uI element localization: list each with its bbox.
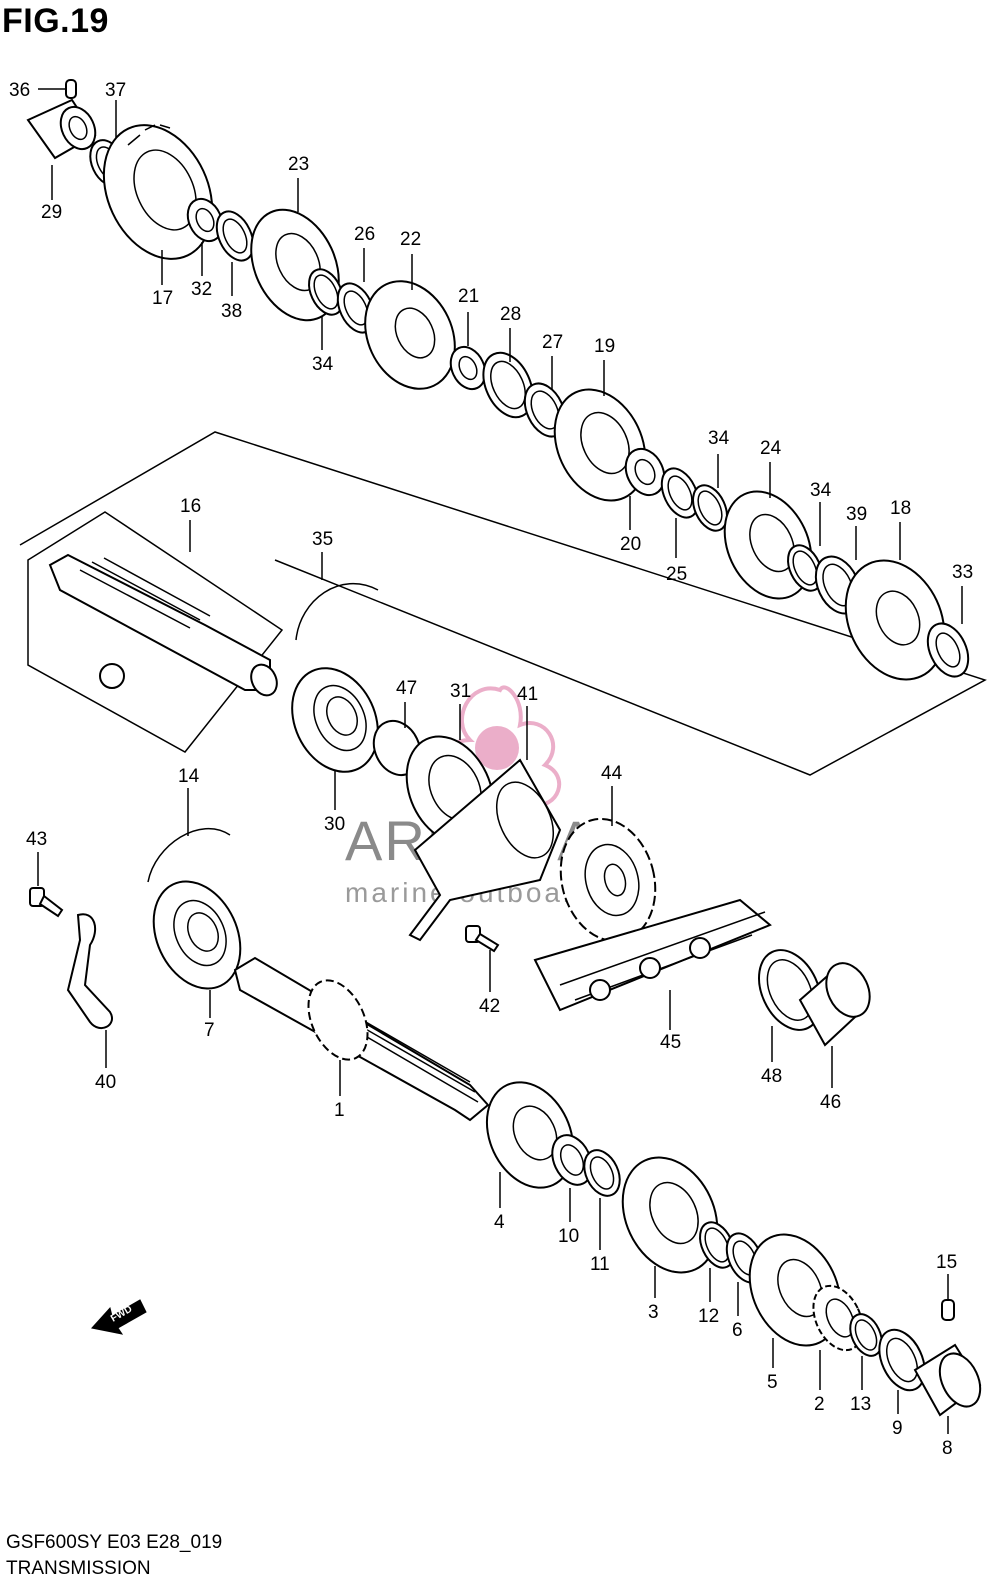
callout-label: 16 xyxy=(180,496,201,517)
callout-label: 40 xyxy=(95,1072,116,1093)
callout-label: 45 xyxy=(660,1032,681,1053)
callout-label: 19 xyxy=(594,336,615,357)
bushing-part xyxy=(449,312,487,391)
bearing-part xyxy=(291,667,379,810)
countershaft-group-outline xyxy=(19,431,987,776)
callout-label: 20 xyxy=(620,534,641,555)
circlip-part xyxy=(295,552,379,641)
callout-label: 24 xyxy=(760,438,782,459)
callout-label: 7 xyxy=(204,1020,215,1041)
gear-part xyxy=(621,1156,719,1298)
bushing-part xyxy=(624,447,666,530)
bolt-part xyxy=(465,925,500,992)
callout-label: 14 xyxy=(178,766,200,787)
callout-label: 6 xyxy=(732,1320,743,1341)
callout-label: 9 xyxy=(892,1418,903,1439)
callout-label: 17 xyxy=(152,288,173,309)
countershaft-part xyxy=(48,520,278,697)
callout-label: 2 xyxy=(814,1394,825,1415)
callout-label: 27 xyxy=(542,332,563,353)
callout-label: 3 xyxy=(648,1302,659,1323)
circlip-part xyxy=(699,1221,735,1302)
circlip-part xyxy=(692,454,728,532)
callout-label: 35 xyxy=(312,529,333,550)
section-title: TRANSMISSION xyxy=(6,1558,151,1579)
callout-label: 48 xyxy=(761,1066,782,1087)
fwd-direction-badge: FWD xyxy=(91,1299,147,1335)
washer-part xyxy=(215,210,255,296)
circlip-part xyxy=(308,268,344,350)
pin-part xyxy=(941,1274,955,1321)
bushing-part xyxy=(26,98,97,200)
callout-label: 10 xyxy=(558,1226,579,1247)
callout-label: 5 xyxy=(767,1372,778,1393)
callout-label: 30 xyxy=(324,814,345,835)
bushing-part xyxy=(186,197,224,276)
callout-label: 12 xyxy=(698,1306,719,1327)
callout-label: 15 xyxy=(936,1252,957,1273)
callout-label: 22 xyxy=(400,229,421,250)
plate-part xyxy=(408,706,562,942)
pin-part xyxy=(38,79,77,99)
gear-part xyxy=(485,1081,575,1208)
callout-label: 43 xyxy=(26,829,47,850)
gear-part xyxy=(102,124,214,285)
callout-label: 26 xyxy=(354,224,375,245)
figure-title: FIG.19 xyxy=(2,2,109,40)
callout-label: 46 xyxy=(820,1092,841,1113)
chain-part xyxy=(533,898,772,1030)
callout-label: 44 xyxy=(601,763,623,784)
callout-label: 33 xyxy=(952,562,973,583)
model-code: GSF600SY E03 E28_019 xyxy=(6,1532,223,1553)
callout-label: 8 xyxy=(942,1438,953,1459)
callout-label: 34 xyxy=(810,480,832,501)
bushing-part xyxy=(551,1134,593,1222)
callout-label: 41 xyxy=(517,684,538,705)
nut-part xyxy=(798,962,871,1088)
callout-label: 34 xyxy=(708,428,730,449)
callout-label: 1 xyxy=(334,1100,345,1121)
gear-part xyxy=(553,360,647,502)
circlip-part xyxy=(849,1313,883,1390)
callout-label: 39 xyxy=(846,504,867,525)
callout-label: 25 xyxy=(666,564,687,585)
gear-part xyxy=(364,254,456,390)
circlip-part xyxy=(147,788,231,883)
gear-part xyxy=(844,522,946,681)
callout-label: 38 xyxy=(221,301,242,322)
callout-label: 4 xyxy=(494,1212,505,1233)
callout-label: 36 xyxy=(9,80,30,101)
callout-label: 28 xyxy=(500,304,521,325)
washer-part xyxy=(660,467,700,558)
stopper-part xyxy=(66,913,113,1068)
bushing-part xyxy=(926,586,970,678)
callout-label: 42 xyxy=(479,996,500,1017)
callout-label: 23 xyxy=(288,154,309,175)
callout-label: 21 xyxy=(458,286,479,307)
callout-label: 11 xyxy=(590,1254,610,1275)
washer-part xyxy=(482,328,534,419)
bolt-part xyxy=(29,852,64,918)
circlip-part xyxy=(787,502,823,592)
callout-label: 32 xyxy=(191,279,212,300)
callout-label: 13 xyxy=(850,1394,871,1415)
driveshaft-part xyxy=(233,956,490,1122)
bearing-part xyxy=(152,880,242,1018)
callout-label: 29 xyxy=(41,202,62,223)
callout-label: 18 xyxy=(890,498,911,519)
callout-labels: 36 37 29 17 32 38 23 34 26 22 21 28 27 1… xyxy=(9,80,973,1459)
callout-label: 34 xyxy=(312,354,334,375)
bushing-part xyxy=(913,1343,982,1434)
callout-label: 37 xyxy=(105,80,126,101)
washer-part xyxy=(878,1328,926,1414)
callout-label: 47 xyxy=(396,678,417,699)
callout-label: 31 xyxy=(450,681,471,702)
circlip-part xyxy=(583,1149,621,1250)
